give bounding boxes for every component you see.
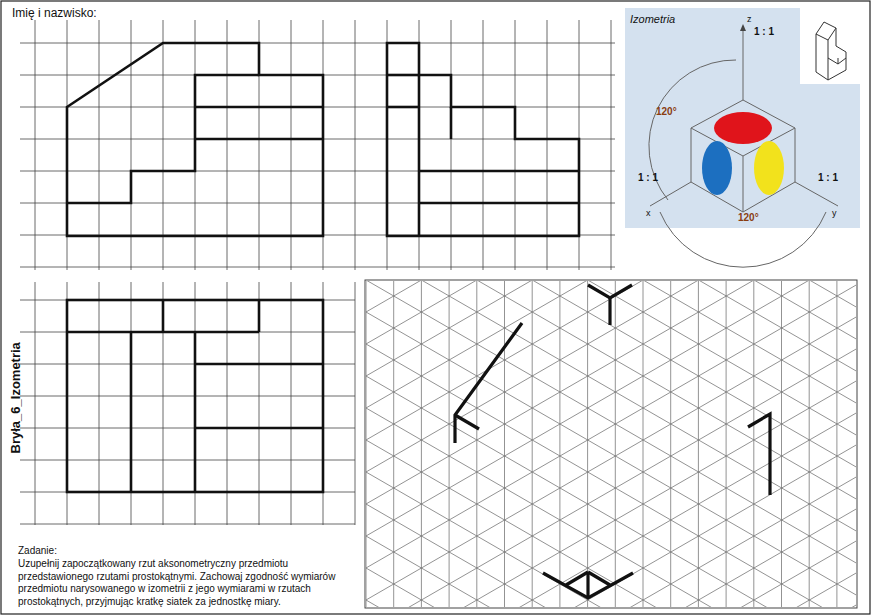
drawing-label: x [646,208,651,219]
iso-starter [455,285,770,598]
task-note: Zadanie: [18,545,57,557]
drawing-label: Izometria [630,13,675,26]
drawing-label: z [747,14,752,25]
drawing-label: 120° [738,212,759,224]
front-view [67,43,323,236]
task-note: Uzupełnij zapoczątkowany rzut aksonometr… [18,558,363,608]
iso-inset [625,8,860,267]
side-view [387,43,579,236]
drawing-label: Imię i nazwisko: [12,6,97,20]
top-view [67,300,323,492]
square-grid [20,11,615,525]
drawing-label: 1 : 1 [754,26,774,38]
sheet-title: Bryła_6_Izometria [8,342,24,453]
drawing-label: y [832,208,837,219]
drawing-label: 1 : 1 [818,172,838,184]
drawing-label: 120° [656,106,677,118]
iso-grid [366,281,856,607]
iso-frame [365,280,857,608]
drawing-label: 1 : 1 [638,172,658,184]
